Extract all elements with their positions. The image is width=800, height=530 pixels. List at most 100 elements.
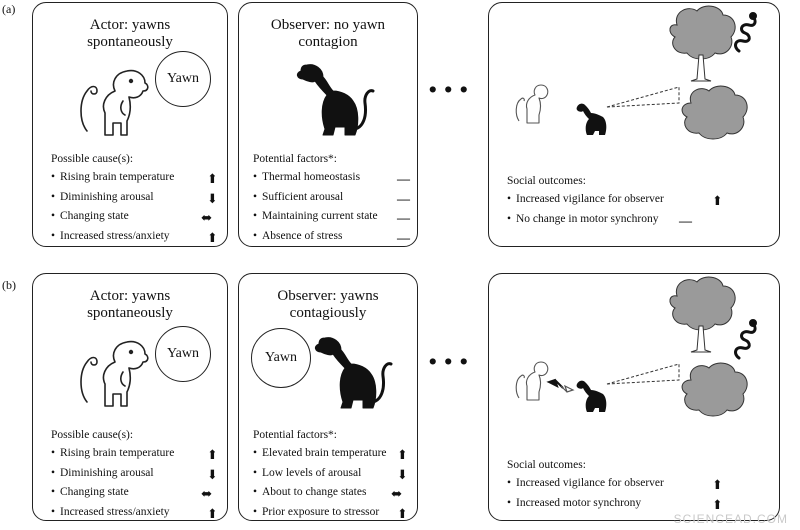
item-text: Increased motor synchrony bbox=[516, 496, 642, 509]
actor-title: Actor: yawns spontaneously bbox=[33, 17, 227, 51]
list-item: •No change in motor synchrony— bbox=[507, 213, 727, 233]
bullet-icon: • bbox=[253, 229, 258, 242]
bullet-icon: • bbox=[51, 447, 56, 459]
snake-icon bbox=[734, 12, 757, 53]
observer-title: Observer: yawns contagiously bbox=[239, 288, 417, 322]
item-text: Rising brain temperature bbox=[60, 171, 175, 183]
tree-icon bbox=[669, 276, 736, 353]
item-text: Diminishing arousal bbox=[60, 190, 154, 203]
outcome-heading: Social outcomes: bbox=[507, 175, 586, 187]
cause-list: • Rising brain temperature ⬆ • Diminishing … bbox=[51, 171, 219, 249]
item-text: Maintaining current state bbox=[262, 210, 378, 222]
list-item: •About to change states⬌ bbox=[253, 486, 411, 506]
item-text: Sufficient arousal bbox=[262, 190, 344, 203]
list-item: •Diminishing arousal⬇ bbox=[51, 191, 219, 211]
actor-title-line-2: spontaneously bbox=[87, 305, 173, 321]
item-text: Prior exposure to stressor bbox=[262, 505, 380, 518]
bullet-icon: • bbox=[507, 496, 512, 509]
list-item: • Prior exposure to stressor ⬆ bbox=[253, 506, 411, 526]
speech-bubble: Yawn bbox=[251, 328, 311, 388]
item-text: Elevated brain temperature bbox=[262, 447, 387, 459]
list-item: • Elevated brain temperature ⬆ bbox=[253, 447, 411, 467]
speech-bubble: Yawn bbox=[155, 326, 211, 382]
small-outline-monkey-icon bbox=[515, 361, 549, 401]
bullet-icon: • bbox=[51, 505, 56, 518]
outcome-list: • Increased vigilance for observer ⬆ •No c… bbox=[507, 193, 727, 232]
item-text: Rising brain temperature bbox=[60, 447, 175, 459]
item-text: Increased vigilance for observer bbox=[516, 193, 664, 205]
factor-heading: Possible cause(s): bbox=[51, 153, 134, 165]
double-arrow-icon: ⬌ bbox=[201, 210, 212, 225]
small-black-monkey-icon bbox=[576, 103, 607, 135]
double-arrow-icon: ⬌ bbox=[391, 486, 402, 501]
bullet-icon: • bbox=[253, 171, 258, 183]
item-text: Increased stress/anxiety bbox=[60, 229, 170, 242]
list-item: • Increased motor synchrony ⬆ bbox=[507, 497, 727, 517]
observer-title-line-1: Observer: yawns bbox=[277, 288, 379, 304]
item-text: Changing state bbox=[60, 486, 129, 498]
exchange-arrows-icon bbox=[546, 378, 575, 393]
bullet-icon: • bbox=[51, 466, 56, 479]
watermark: SCIENCEAD.COM bbox=[673, 512, 788, 526]
bullet-icon: • bbox=[51, 190, 56, 203]
list-item: •Absence of stress— bbox=[253, 230, 411, 250]
bullet-icon: • bbox=[253, 505, 258, 518]
bullet-icon: • bbox=[253, 466, 258, 479]
snake-icon bbox=[734, 319, 757, 360]
actor-box: Actor: yawns spontaneously Yawn Possible… bbox=[32, 2, 228, 247]
list-item: •Increased vigilance for observer⬆ bbox=[507, 477, 727, 497]
ellipsis: ... bbox=[428, 331, 475, 373]
observer-box: Observer: no yawn contagion Potential fa… bbox=[238, 2, 418, 247]
bullet-icon: • bbox=[51, 229, 56, 242]
small-black-monkey-icon bbox=[576, 380, 607, 412]
bullet-icon: • bbox=[253, 447, 258, 459]
black-monkey-icon bbox=[296, 64, 375, 136]
actor-box: Actor: yawns spontaneously Yawn Possible… bbox=[32, 273, 228, 521]
list-item: • Changing state ⬌ bbox=[51, 210, 219, 230]
observer-title-line-2: contagiously bbox=[289, 305, 367, 321]
black-monkey-icon bbox=[314, 337, 393, 409]
list-item: • Rising brain temperature ⬆ bbox=[51, 171, 219, 191]
scene-illustration bbox=[515, 5, 757, 140]
tree-icon bbox=[681, 362, 748, 417]
list-item: •Increased stress/anxiety⬆ bbox=[51, 506, 219, 526]
outcome-box: Social outcomes: • Increased vigilance fo… bbox=[488, 2, 780, 247]
up-arrow-icon: ⬆ bbox=[712, 193, 723, 208]
up-arrow-icon: ⬆ bbox=[397, 447, 408, 462]
list-item: • Increased stress/anxiety ⬆ bbox=[51, 230, 219, 250]
bullet-icon: • bbox=[51, 171, 56, 183]
gaze-cone bbox=[606, 86, 680, 108]
up-arrow-icon: ⬆ bbox=[207, 171, 218, 186]
list-item: • Sufficient arousal — bbox=[253, 191, 411, 211]
outline-monkey-icon bbox=[80, 69, 149, 136]
up-arrow-icon: ⬆ bbox=[397, 505, 408, 521]
dash-icon: — bbox=[679, 212, 692, 228]
dash-icon: — bbox=[397, 190, 410, 206]
up-arrow-icon: ⬆ bbox=[207, 229, 218, 245]
dash-icon: — bbox=[397, 210, 410, 225]
bullet-icon: • bbox=[253, 190, 258, 203]
factor-heading: Possible cause(s): bbox=[51, 429, 134, 441]
bullet-icon: • bbox=[507, 212, 512, 225]
small-outline-monkey-icon bbox=[515, 84, 549, 124]
factor-heading: Potential factors*: bbox=[253, 153, 337, 165]
item-text: Low levels of arousal bbox=[262, 466, 362, 479]
speech-bubble: Yawn bbox=[155, 51, 211, 107]
observer-title: Observer: no yawn contagion bbox=[239, 17, 417, 51]
down-arrow-icon: ⬇ bbox=[397, 466, 408, 482]
list-item: • Maintaining current state — bbox=[253, 210, 411, 230]
cause-list: •Rising brain temperature⬆ •Diminishing … bbox=[51, 447, 219, 525]
observer-box: Observer: yawns contagiously Yawn Potent… bbox=[238, 273, 418, 521]
up-arrow-icon: ⬆ bbox=[712, 496, 723, 512]
bullet-icon: • bbox=[51, 210, 56, 222]
bullet-icon: • bbox=[51, 486, 56, 498]
actor-title-line-2: spontaneously bbox=[87, 34, 173, 50]
up-arrow-icon: ⬆ bbox=[207, 447, 218, 462]
outcome-box: Social outcomes: •Increased vigilance fo… bbox=[488, 273, 780, 521]
observer-title-line-2: contagion bbox=[298, 34, 358, 50]
bullet-icon: • bbox=[507, 193, 512, 205]
bullet-icon: • bbox=[253, 210, 258, 222]
outline-monkey-icon bbox=[80, 340, 149, 407]
item-text: Changing state bbox=[60, 210, 129, 222]
factor-heading: Potential factors*: bbox=[253, 429, 337, 441]
